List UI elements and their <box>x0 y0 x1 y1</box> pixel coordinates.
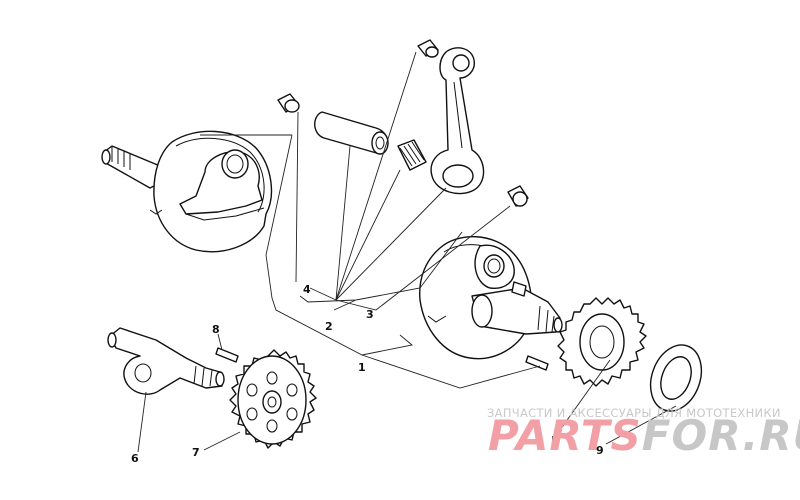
watermark-tagline: ЗАПЧАСТИ И АКСЕССУАРЫ ДЛЯ МОТОТЕХНИКИ <box>487 406 781 420</box>
dowel-pin-left <box>215 347 239 363</box>
connecting-rod <box>417 39 485 195</box>
callout-1: 1 <box>358 361 366 374</box>
callout-9: 9 <box>596 444 604 457</box>
watermark: ЗАПЧАСТИ И АКСЕССУАРЫ ДЛЯ МОТОТЕХНИКИ PA… <box>487 406 800 460</box>
watermark-logo-part1: PARTS <box>488 411 642 460</box>
watermark-logo: PARTSFOR.RU <box>488 411 800 460</box>
callout-2: 2 <box>325 320 333 333</box>
dowel-pin-right <box>525 355 549 371</box>
right-crank-half <box>419 236 563 360</box>
large-gear <box>229 349 317 449</box>
callout-5: 5 <box>551 434 559 447</box>
leader-lines <box>137 51 677 453</box>
watermark-logo-part2: FOR.RU <box>642 411 800 460</box>
small-bushing-top <box>277 93 300 113</box>
callout-8: 8 <box>212 323 220 336</box>
callout-3: 3 <box>366 308 374 321</box>
left-crank-half <box>101 130 273 253</box>
callout-7: 7 <box>192 446 200 459</box>
thrust-washer <box>649 344 703 412</box>
small-bushing-right <box>507 185 529 207</box>
callout-6: 6 <box>131 452 139 465</box>
crank-assembly <box>107 327 225 395</box>
callout-4: 4 <box>303 283 311 296</box>
crank-pin <box>314 111 389 155</box>
needle-bearing <box>397 139 427 171</box>
small-sprocket <box>557 297 647 387</box>
callout-labels: 1 2 3 4 5 6 7 8 9 <box>131 283 604 465</box>
